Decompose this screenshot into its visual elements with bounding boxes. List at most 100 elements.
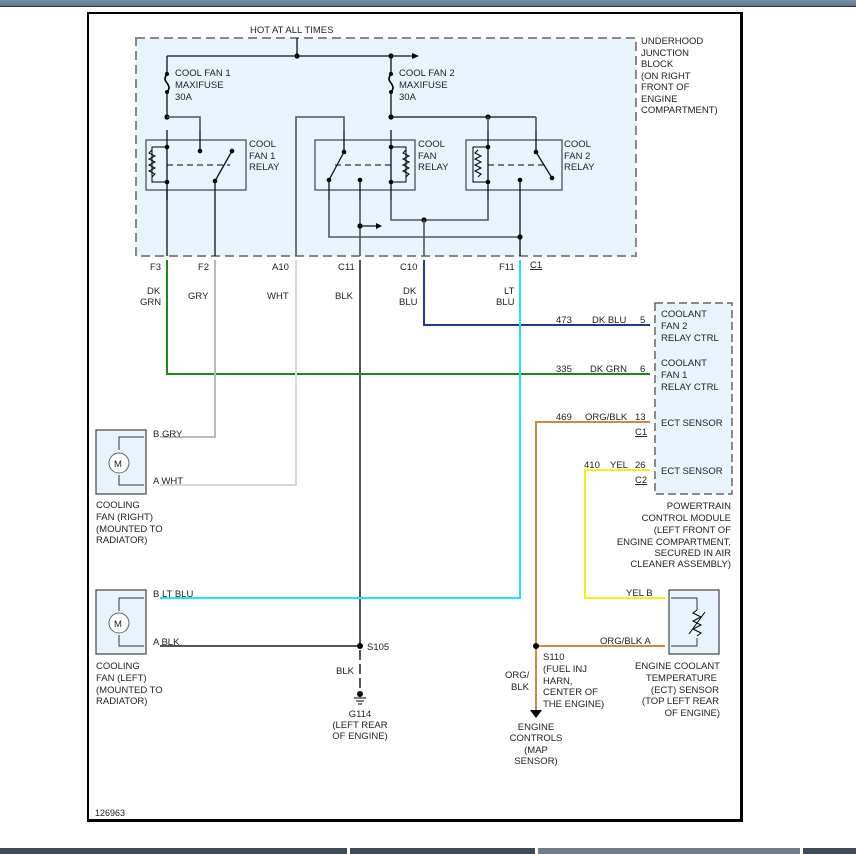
svg-text:A BLK: A BLK xyxy=(153,637,180,648)
svg-text:POWERTRAIN: POWERTRAIN xyxy=(667,501,731,512)
svg-text:(TOP LEFT REAR: (TOP LEFT REAR xyxy=(642,696,719,707)
svg-text:473: 473 xyxy=(556,315,572,326)
svg-text:G114: G114 xyxy=(349,709,372,720)
svg-text:(MAP: (MAP xyxy=(524,745,548,756)
svg-text:RELAY: RELAY xyxy=(249,162,280,173)
relay-coil-icon xyxy=(473,149,483,178)
wire-wht xyxy=(160,260,297,486)
ground-label: G114 (LEFT REAR OF ENGINE) xyxy=(332,709,387,742)
cool-fan-1-relay: COOL FAN 1 RELAY xyxy=(145,130,280,256)
svg-text:(ON RIGHT: (ON RIGHT xyxy=(641,71,691,82)
svg-text:RADIATOR): RADIATOR) xyxy=(96,535,147,546)
svg-text:B LT BLU: B LT BLU xyxy=(153,589,193,600)
svg-text:ENGINE COMPARTMENT,: ENGINE COMPARTMENT, xyxy=(617,537,731,548)
svg-text:MAXIFUSE: MAXIFUSE xyxy=(399,80,448,91)
svg-text:MAXIFUSE: MAXIFUSE xyxy=(175,80,224,91)
svg-text:C11: C11 xyxy=(338,262,355,273)
svg-text:BLK: BLK xyxy=(335,291,354,302)
hot-label: HOT AT ALL TIMES xyxy=(250,25,333,36)
svg-text:FRONT OF: FRONT OF xyxy=(641,82,690,93)
svg-text:ENGINE: ENGINE xyxy=(641,94,677,105)
svg-text:FAN 1: FAN 1 xyxy=(249,151,275,162)
svg-text:YEL: YEL xyxy=(610,460,628,471)
svg-text:(FUEL INJ: (FUEL INJ xyxy=(543,664,587,675)
svg-text:(MOUNTED TO: (MOUNTED TO xyxy=(96,685,163,696)
svg-text:DK: DK xyxy=(147,286,161,297)
svg-text:CONTROL MODULE: CONTROL MODULE xyxy=(642,513,731,524)
svg-text:C2: C2 xyxy=(635,475,647,486)
svg-text:OF ENGINE): OF ENGINE) xyxy=(665,708,720,719)
svg-text:(MOUNTED TO: (MOUNTED TO xyxy=(96,524,163,535)
powertrain-control-module: 473 DK BLU 5 COOLANT FAN 2 RELAY CTRL 33… xyxy=(556,302,733,570)
svg-text:13: 13 xyxy=(635,412,646,423)
svg-text:(LEFT FRONT OF: (LEFT FRONT OF xyxy=(654,525,731,536)
svg-text:F11: F11 xyxy=(499,262,515,273)
svg-text:C1: C1 xyxy=(635,427,647,438)
svg-text:FAN 2: FAN 2 xyxy=(564,151,590,162)
svg-text:BLOCK: BLOCK xyxy=(641,59,674,70)
svg-text:THE ENGINE): THE ENGINE) xyxy=(543,699,604,710)
svg-text:COOLANT: COOLANT xyxy=(661,309,707,320)
svg-text:BLK: BLK xyxy=(336,666,355,677)
ect-sensor: YEL B ORG/BLK A ENGINE COOLANT TEMPERATU… xyxy=(600,588,720,719)
svg-text:A10: A10 xyxy=(272,262,289,273)
svg-text:CENTER OF: CENTER OF xyxy=(543,687,598,698)
cooling-fan-right: M B GRY A WHT COOLING FAN (RIGHT) (MOUNT… xyxy=(95,429,183,546)
svg-text:A WHT: A WHT xyxy=(153,476,183,487)
bottom-bar-2 xyxy=(350,848,535,854)
svg-text:FAN (LEFT): FAN (LEFT) xyxy=(96,673,147,684)
wire-lt-blu xyxy=(160,260,521,599)
bottom-bar-1 xyxy=(0,848,347,854)
svg-text:COOL FAN 2: COOL FAN 2 xyxy=(399,68,455,79)
svg-text:FAN (RIGHT): FAN (RIGHT) xyxy=(96,512,153,523)
svg-text:ORG/BLK: ORG/BLK xyxy=(585,412,628,423)
svg-text:30A: 30A xyxy=(399,92,417,103)
svg-text:SECURED IN AIR: SECURED IN AIR xyxy=(654,548,731,559)
svg-text:YEL B: YEL B xyxy=(626,588,653,599)
svg-text:RELAY CTRL: RELAY CTRL xyxy=(661,333,719,344)
svg-text:469: 469 xyxy=(556,412,572,423)
svg-text:S110: S110 xyxy=(543,652,564,663)
svg-text:COOL: COOL xyxy=(249,139,276,150)
cooling-fan-left: M B LT BLU A BLK COOLING FAN (LEFT) (MOU… xyxy=(95,589,193,707)
svg-text:30A: 30A xyxy=(175,92,193,103)
svg-text:COOLANT: COOLANT xyxy=(661,358,707,369)
svg-text:ECT SENSOR: ECT SENSOR xyxy=(661,418,723,429)
figure-id: 126963 xyxy=(95,808,125,818)
bottom-bar-4 xyxy=(803,848,856,854)
fuse1-icon xyxy=(164,73,170,93)
svg-text:26: 26 xyxy=(635,460,646,471)
svg-text:C10: C10 xyxy=(400,262,417,273)
svg-text:6: 6 xyxy=(640,364,645,375)
svg-text:F3: F3 xyxy=(150,262,161,273)
junction-block-label: UNDERHOOD JUNCTION BLOCK (ON RIGHT FRONT… xyxy=(641,36,718,116)
svg-text:BLK: BLK xyxy=(511,682,530,693)
svg-text:ORG/: ORG/ xyxy=(505,670,530,681)
svg-text:FAN 1: FAN 1 xyxy=(661,370,687,381)
svg-text:RELAY: RELAY xyxy=(418,162,449,173)
svg-text:COOL: COOL xyxy=(564,139,591,150)
fuse2-icon xyxy=(388,73,394,93)
svg-text:DK: DK xyxy=(403,286,417,297)
connector-pin-labels: F3 F2 A10 C11 C10 F11 C1 xyxy=(150,260,542,273)
svg-text:RELAY CTRL: RELAY CTRL xyxy=(661,382,719,393)
wire-dk-grn xyxy=(166,260,650,375)
svg-text:ENGINE COOLANT: ENGINE COOLANT xyxy=(635,661,720,672)
motor-icon xyxy=(108,452,130,474)
wire-color-labels: DK GRN GRY WHT BLK DK BLU LT BLU xyxy=(140,286,515,308)
svg-text:DK GRN: DK GRN xyxy=(590,364,627,375)
ground-icon xyxy=(354,697,366,705)
wire-dk-blu xyxy=(423,260,650,326)
cool-fan-relay: COOL FAN RELAY xyxy=(314,130,449,200)
svg-text:5: 5 xyxy=(640,315,645,326)
svg-text:B GRY: B GRY xyxy=(153,429,183,440)
svg-text:CONTROLS: CONTROLS xyxy=(510,733,563,744)
svg-text:LT: LT xyxy=(504,286,515,297)
svg-text:(LEFT REAR: (LEFT REAR xyxy=(332,720,387,731)
motor-icon xyxy=(108,612,130,634)
s110-label: S110 (FUEL INJ HARN, CENTER OF THE ENGIN… xyxy=(543,652,604,710)
window-top-bar xyxy=(0,0,856,7)
svg-text:C1: C1 xyxy=(530,260,542,271)
fuse2-label: COOL FAN 2 MAXIFUSE 30A xyxy=(399,68,455,103)
